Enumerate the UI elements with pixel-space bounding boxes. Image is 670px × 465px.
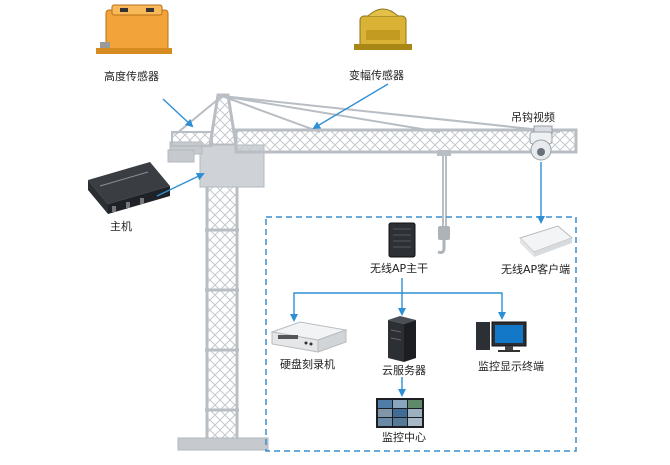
amplitude-sensor-icon xyxy=(354,8,412,50)
camera-icon xyxy=(529,125,553,161)
video-wall-icon xyxy=(376,398,424,428)
arrow-amplitude-sensor xyxy=(312,83,389,130)
controller-box-icon xyxy=(88,162,170,214)
ap-client-icon xyxy=(519,225,573,257)
network-boundary xyxy=(265,216,577,452)
arrow-host xyxy=(156,172,205,197)
label-cloud-server: 云服务器 xyxy=(382,364,426,377)
monitor-pc-icon xyxy=(476,321,527,352)
dvr-icon xyxy=(270,321,348,353)
label-dvr: 硬盘刻录机 xyxy=(280,358,335,371)
label-hook-video: 吊钩视频 xyxy=(511,111,555,124)
arrow-ap-to-dvr xyxy=(290,292,402,322)
label-host: 主机 xyxy=(110,220,132,233)
tower-crane xyxy=(167,93,578,451)
server-tower-icon xyxy=(388,316,416,362)
label-amplitude-sensor: 变幅传感器 xyxy=(349,69,404,82)
label-monitor-terminal: 监控显示终端 xyxy=(478,360,544,373)
label-wireless-ap-client: 无线AP客户端 xyxy=(501,263,571,276)
ap-router-icon xyxy=(388,222,416,258)
label-monitor-center: 监控中心 xyxy=(382,431,426,444)
label-wireless-ap-main: 无线AP主干 xyxy=(370,262,429,275)
connection-arrows xyxy=(156,83,545,397)
height-sensor-icon xyxy=(96,4,172,54)
label-height-sensor: 高度传感器 xyxy=(104,70,159,83)
arrow-height-sensor xyxy=(162,98,194,128)
arrow-ap-to-terminal xyxy=(402,292,506,320)
